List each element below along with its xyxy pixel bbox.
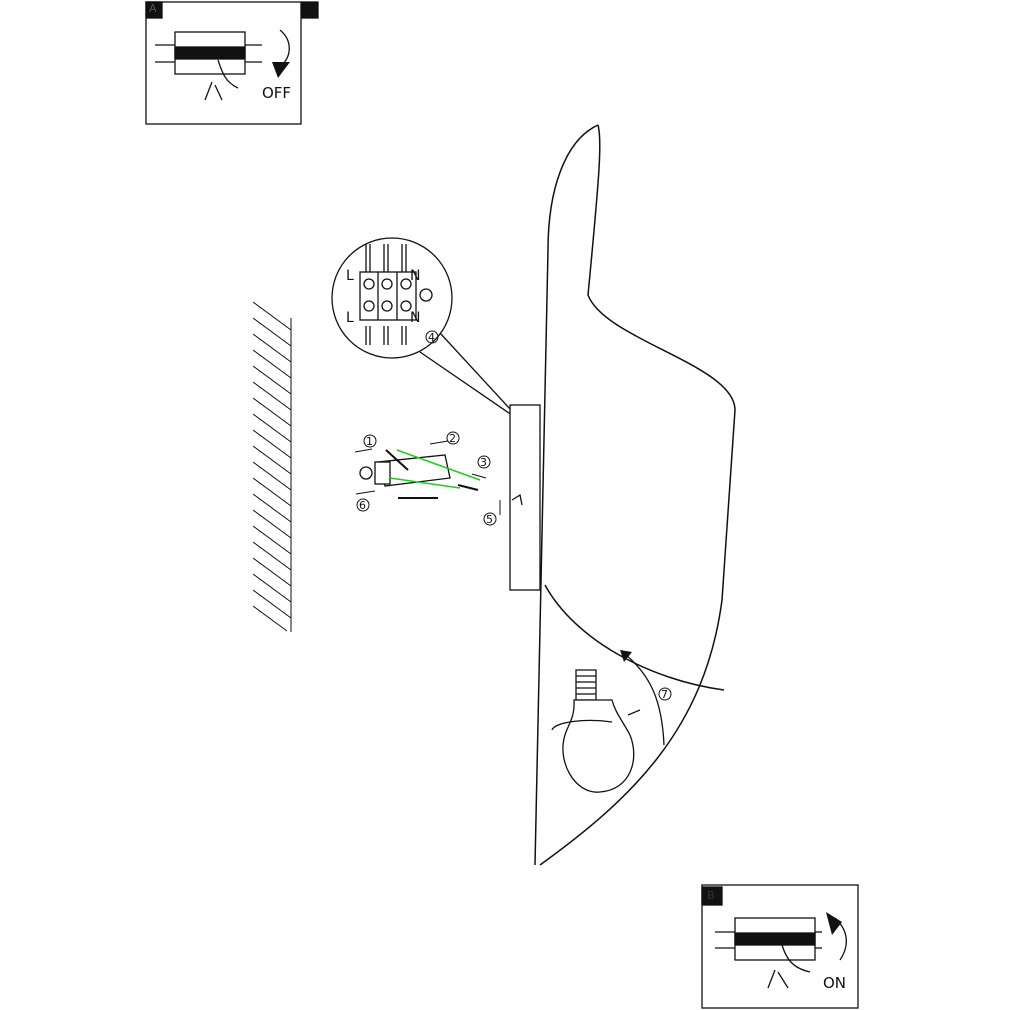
step-5-label: 5 xyxy=(486,513,493,526)
wall-plate xyxy=(509,404,541,591)
neutral-label: N xyxy=(410,310,420,326)
step-3-label: 3 xyxy=(480,456,487,469)
panel-a-badge: A xyxy=(149,2,157,15)
panel-badge xyxy=(701,886,723,906)
step-4-label: 4 xyxy=(428,331,435,344)
light-bulb-icon xyxy=(551,650,665,793)
wall-hatch xyxy=(252,301,292,632)
live-label: L xyxy=(346,268,354,284)
breaker-on-panel: ON xyxy=(701,884,859,1009)
screw-guide-line xyxy=(389,477,461,489)
breaker-icon xyxy=(715,917,822,989)
rotate-down-arrow-icon xyxy=(279,29,290,66)
neutral-label: N xyxy=(410,268,420,284)
breaker-off-panel: OFF xyxy=(145,1,319,125)
panel-badge xyxy=(145,1,163,19)
live-label: L xyxy=(346,310,354,326)
lamp-shade xyxy=(534,124,736,866)
ground-icon xyxy=(419,288,433,302)
panel-b-badge: B xyxy=(707,889,715,902)
step-6-label: 6 xyxy=(359,499,366,512)
step-2-label: 2 xyxy=(449,432,456,445)
rotate-arrow-icon xyxy=(551,719,613,731)
on-label: ON xyxy=(823,974,846,992)
terminal-block-detail: L N L N xyxy=(331,237,523,423)
step-7-label: 7 xyxy=(661,688,668,701)
hook xyxy=(511,493,523,506)
screw-guide-line xyxy=(396,449,481,481)
off-label: OFF xyxy=(262,84,291,102)
mounting-bracket xyxy=(359,449,481,499)
step-1-label: 1 xyxy=(366,435,373,448)
breaker-icon xyxy=(155,31,262,101)
close-shade-arrow-icon xyxy=(625,654,665,746)
